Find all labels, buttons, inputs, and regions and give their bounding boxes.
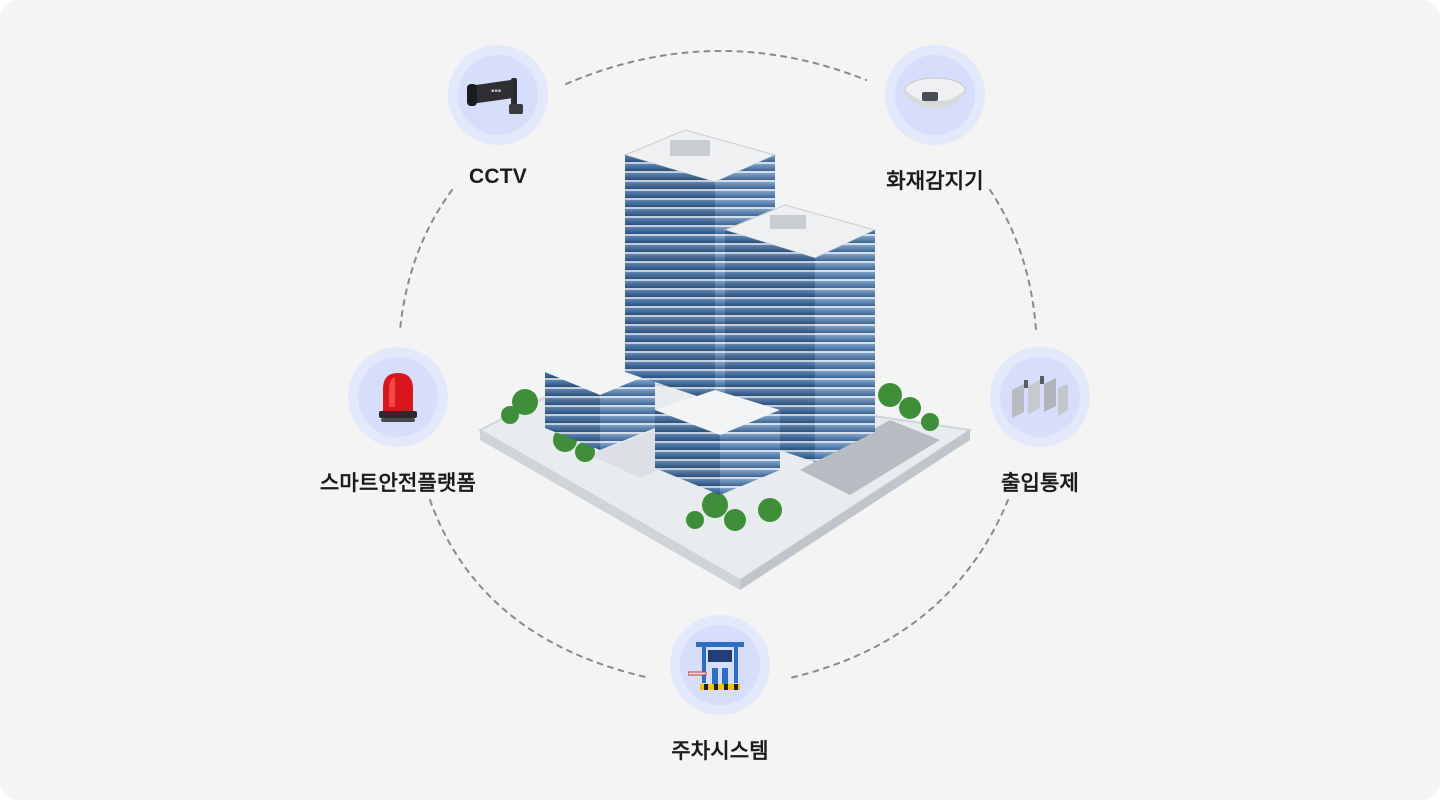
node-cctv: ▪▪▪ CCTV bbox=[398, 45, 598, 189]
node-disc: ▪▪▪ bbox=[448, 45, 548, 145]
warning-beacon-icon bbox=[379, 373, 417, 422]
node-disc bbox=[885, 45, 985, 145]
cctv-camera-icon: ▪▪▪ bbox=[467, 78, 523, 114]
turnstile-gate-icon bbox=[1012, 376, 1068, 418]
smart-building-icon bbox=[477, 129, 973, 590]
connector-fire-access bbox=[989, 189, 1037, 331]
connector-access-parking bbox=[789, 499, 1009, 679]
connector-cctv-safety bbox=[399, 189, 453, 331]
node-safety-platform: 스마트안전플랫폼 bbox=[298, 347, 498, 497]
node-label-safety-platform: 스마트안전플랫폼 bbox=[319, 472, 477, 495]
smoke-detector-icon bbox=[904, 77, 966, 109]
node-label-cctv: CCTV bbox=[469, 165, 527, 188]
connector-cctv-fire bbox=[565, 50, 867, 85]
connector-safety-parking bbox=[429, 499, 651, 679]
node-fire-detector: 화재감지기 bbox=[835, 45, 1035, 195]
node-access-control: 출입통제 bbox=[940, 347, 1140, 497]
svg-text:▪▪▪: ▪▪▪ bbox=[491, 88, 501, 94]
node-label-parking-system: 주차시스템 bbox=[671, 740, 769, 763]
node-disc bbox=[990, 347, 1090, 447]
node-label-fire-detector: 화재감지기 bbox=[886, 170, 984, 193]
parking-gate-icon bbox=[688, 642, 744, 690]
node-parking-system: 주차시스템 bbox=[620, 615, 820, 765]
node-label-access-control: 출입통제 bbox=[1000, 472, 1080, 495]
node-disc bbox=[670, 615, 770, 715]
node-disc bbox=[348, 347, 448, 447]
